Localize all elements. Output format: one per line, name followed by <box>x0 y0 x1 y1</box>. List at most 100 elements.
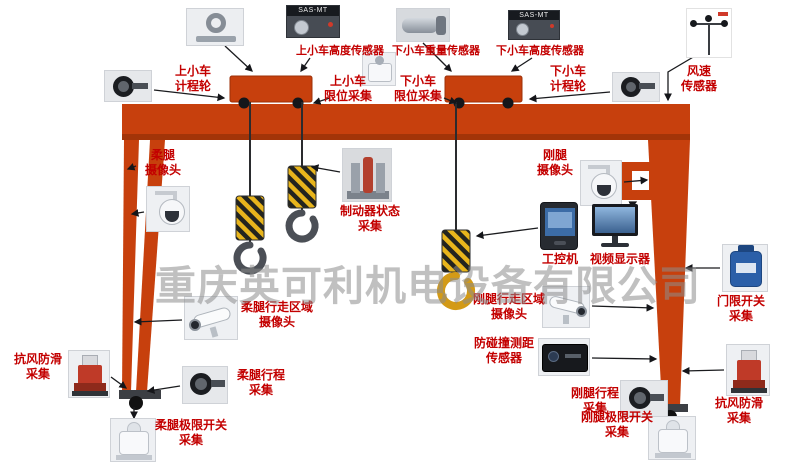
red-dot <box>550 24 554 28</box>
label-anti-wind-left: 抗风防滑 采集 <box>13 352 62 381</box>
encoder-caption: SAS-MT <box>298 7 328 14</box>
brand-mark <box>718 12 728 16</box>
anti-wind-device-photo-left <box>68 350 110 398</box>
base <box>72 391 108 396</box>
hook-block <box>441 229 471 273</box>
wheel <box>629 387 651 409</box>
mast <box>708 25 710 55</box>
label-brake-status: 制动器状态 采集 <box>339 204 400 233</box>
bullet-camera-photo-right <box>542 286 590 328</box>
disc <box>294 20 309 35</box>
odometer-wheel-photo-left <box>104 70 152 102</box>
lever-head <box>375 56 384 65</box>
lens <box>576 306 587 317</box>
foot <box>116 455 152 460</box>
thruster-cylinder <box>363 157 373 193</box>
hook <box>233 241 267 275</box>
pole <box>606 165 610 175</box>
cup <box>705 15 712 22</box>
dome-lens <box>597 185 611 196</box>
stand-base <box>601 243 629 247</box>
body <box>119 431 149 455</box>
label-wind-speed-sensor: 风速 传感器 <box>680 64 717 93</box>
disc <box>516 23 529 36</box>
label-rigid-leg-camera: 刚腿 摄像头 <box>536 148 573 177</box>
encoder-caption: SAS-MT <box>519 12 549 19</box>
mount-arm <box>588 165 610 169</box>
hook <box>437 272 475 310</box>
arm <box>694 23 724 25</box>
mount-arm <box>155 191 177 195</box>
dome-lens <box>165 211 179 222</box>
label-industrial-computer: 工控机 <box>541 252 578 266</box>
load-sensor-photo <box>186 8 244 46</box>
mount <box>563 315 569 324</box>
travel-wheel-photo-right <box>620 380 668 418</box>
label-upper-trolley-limit: 上小车 限位采集 <box>323 74 372 103</box>
arm <box>132 83 148 89</box>
motor-sensor-photo <box>396 8 450 42</box>
wheel <box>621 77 641 97</box>
limit-switch-photo-bottom-right <box>648 416 696 460</box>
odometer-wheel-photo-right <box>612 72 660 102</box>
dome-camera-photo-right <box>580 160 622 206</box>
stand <box>612 236 618 243</box>
bullet-camera-photo-left <box>184 296 238 340</box>
trolley-upper-wheel <box>238 97 250 109</box>
hoist-hooks <box>233 102 475 310</box>
label-plate <box>565 354 581 358</box>
label-plate <box>736 263 756 273</box>
arm <box>639 83 655 89</box>
red-dot <box>328 22 333 27</box>
travel-wheel-photo-left <box>182 366 228 404</box>
brake-photo <box>342 148 392 202</box>
video-monitor-photo <box>590 204 640 252</box>
ring <box>206 13 226 33</box>
base <box>731 388 767 393</box>
base <box>196 36 236 42</box>
label-upper-trolley-odometer: 上小车 计程轮 <box>174 64 211 93</box>
sas-mt-encoder-photo: SAS-MT <box>286 5 340 38</box>
flex-leg-wheel <box>129 396 143 410</box>
label-anti-wind-right: 抗风防滑 采集 <box>714 396 763 425</box>
label-lower-trolley-height-sensor: 下小车高度传感器 <box>496 45 584 57</box>
rigid-leg-bogie <box>654 404 688 412</box>
jaw <box>733 380 765 388</box>
label-door-limit-switch: 门限开关 采集 <box>716 294 765 323</box>
body <box>658 429 688 453</box>
arm <box>351 163 360 193</box>
label-flex-leg-camera: 柔腿 摄像头 <box>144 148 181 177</box>
anti-wind-device-photo-right <box>726 344 770 396</box>
screen <box>595 207 635 233</box>
hook-block <box>287 165 317 209</box>
screen-content <box>548 212 572 228</box>
button <box>554 241 566 245</box>
label-lower-trolley-limit: 下小车 限位采集 <box>393 74 442 103</box>
lens <box>548 351 559 362</box>
wheel <box>190 373 212 395</box>
limit-switch-photo-bottom-left <box>110 418 156 462</box>
label-lower-trolley-odometer: 下小车 计程轮 <box>549 64 586 93</box>
anti-collision-sensor-photo <box>538 338 590 376</box>
connector-arrows <box>110 42 725 420</box>
label-anti-collision-sensor: 防碰撞测距 传感器 <box>473 336 534 365</box>
arm <box>211 380 225 387</box>
rigid-leg <box>648 140 690 406</box>
arm <box>650 394 664 401</box>
hook <box>285 209 319 243</box>
flex-leg-bogie <box>119 390 161 399</box>
door-limit-switch-photo <box>722 244 768 292</box>
label-upper-trolley-height-sensor: 上小车高度传感器 <box>296 45 384 57</box>
label-flex-leg-limit-switch: 柔腿极限开关 采集 <box>154 418 227 447</box>
tab <box>738 245 754 253</box>
industrial-computer-photo <box>540 202 578 250</box>
trolley-upper-wheel <box>292 97 304 109</box>
label-strip: SAS-MT <box>287 6 339 16</box>
pole <box>173 191 177 201</box>
label-lower-trolley-weight-sensor: 下小车重量传感器 <box>392 45 480 57</box>
label-rigid-leg-area-camera: 刚腿行走区域 摄像头 <box>472 292 545 321</box>
label-flex-leg-travel: 柔腿行程 采集 <box>236 368 285 397</box>
hook-block <box>235 195 265 241</box>
label-rigid-leg-limit-switch: 刚腿极限开关 采集 <box>580 410 653 439</box>
